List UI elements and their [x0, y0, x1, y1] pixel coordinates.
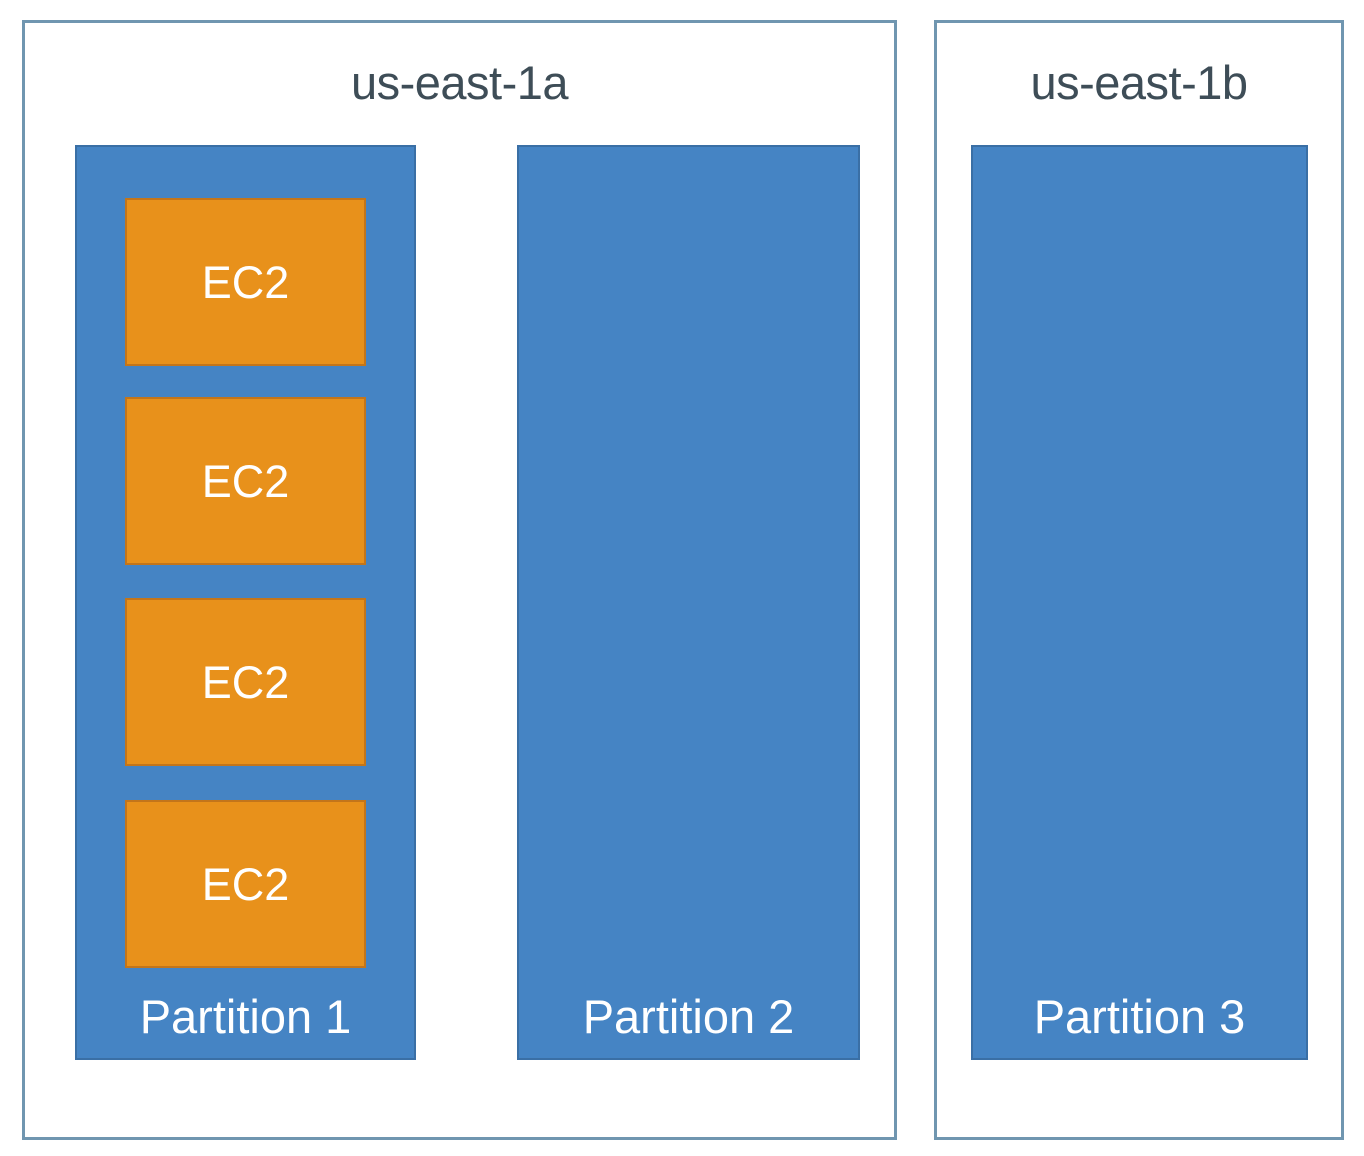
- availability-zone-title-us-east-1b: us-east-1b: [1030, 56, 1248, 109]
- ec2-instance[interactable]: EC2: [125, 397, 366, 565]
- availability-zone-us-east-1b: us-east-1b Partition 3: [934, 20, 1344, 1140]
- ec2-instance[interactable]: EC2: [125, 598, 366, 766]
- partition-box-2[interactable]: Partition 2: [517, 145, 860, 1060]
- ec2-instance-label: EC2: [201, 858, 290, 910]
- ec2-instance-label: EC2: [201, 656, 290, 708]
- partition-box-3[interactable]: Partition 3: [971, 145, 1308, 1060]
- partition-label-2: Partition 2: [582, 990, 795, 1043]
- partition-label-3: Partition 3: [1033, 990, 1246, 1043]
- partition-box-1[interactable]: EC2 EC2 EC2 EC2 Partition 1: [75, 145, 416, 1060]
- ec2-instance-label: EC2: [201, 256, 290, 308]
- availability-zone-us-east-1a: us-east-1a EC2 EC2 EC2 EC2 Partition 1 P…: [22, 20, 897, 1140]
- availability-zone-title-us-east-1a: us-east-1a: [350, 56, 569, 109]
- ec2-instance[interactable]: EC2: [125, 198, 366, 366]
- ec2-instance[interactable]: EC2: [125, 800, 366, 968]
- ec2-instance-label: EC2: [201, 455, 290, 507]
- partition-label-1: Partition 1: [139, 990, 352, 1043]
